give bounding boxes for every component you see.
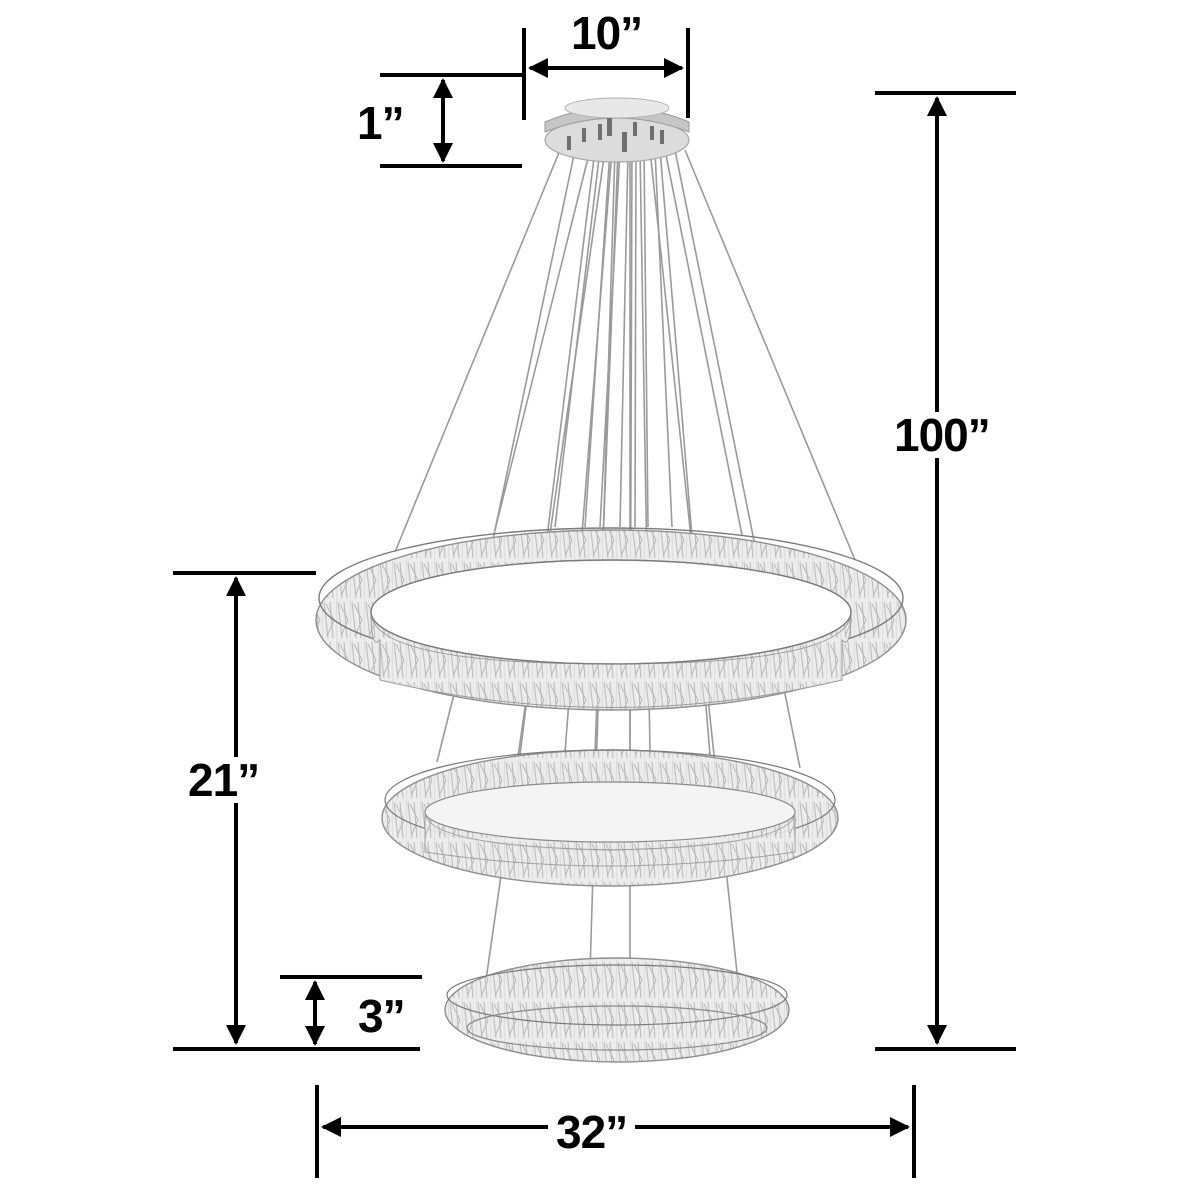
tier-drop-label: 21” [186, 754, 262, 806]
diameter-label: 32” [548, 1109, 636, 1155]
large-ring [315, 527, 907, 711]
ring-height-dimension [280, 975, 422, 1046]
canopy-width-dimension [522, 28, 690, 120]
tier-drop-dimension [173, 571, 420, 1051]
overall-height-label: 100” [892, 409, 992, 461]
small-ring [444, 957, 790, 1063]
medium-ring [381, 749, 839, 887]
canopy-width-label: 10” [571, 7, 643, 59]
canopy-height-label: 1” [357, 97, 405, 149]
canopy-height-dimension [380, 73, 522, 168]
ring-height-label: 3” [358, 990, 406, 1042]
overall-height-dimension [875, 91, 1016, 1051]
ceiling-canopy [544, 97, 690, 163]
